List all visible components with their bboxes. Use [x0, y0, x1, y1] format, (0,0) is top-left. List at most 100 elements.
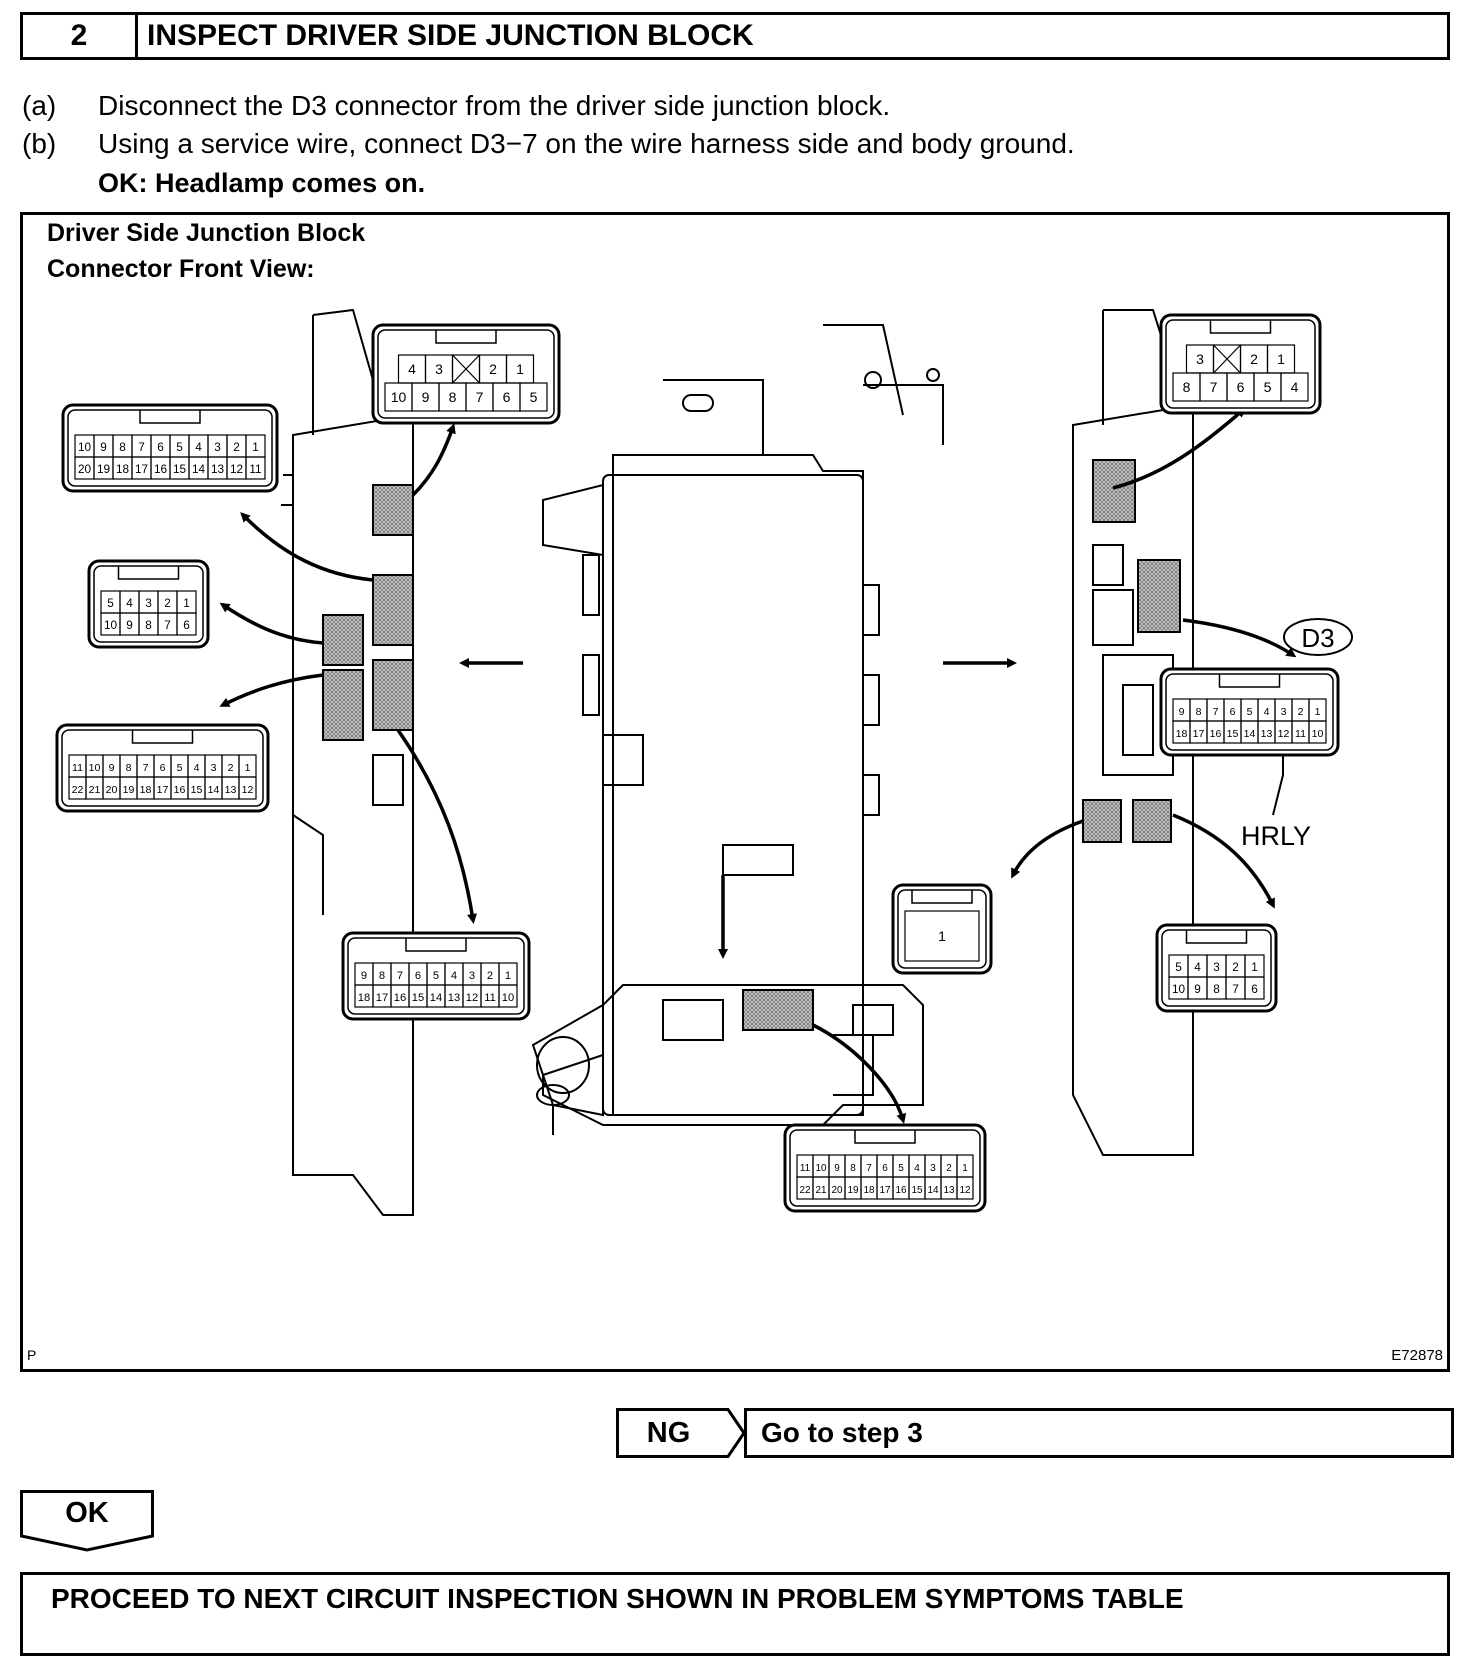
step-header: 2 INSPECT DRIVER SIDE JUNCTION BLOCK: [20, 12, 1450, 60]
terminal-number: 17: [135, 463, 148, 476]
terminal-number: 1: [938, 928, 946, 944]
terminal-number: 19: [847, 1185, 859, 1196]
terminal-number: 2: [1232, 961, 1239, 974]
terminal-cell: [904, 910, 980, 962]
terminal-number: 10: [1312, 728, 1324, 740]
terminal-cell: [956, 1176, 974, 1200]
right-side-view: [1072, 309, 1194, 1156]
terminal-number: 6: [1251, 983, 1258, 996]
terminal-number: 2: [489, 361, 497, 377]
ng-arrow-icon: [700, 1408, 746, 1458]
instruction-a-text: Disconnect the D3 connector from the dri…: [98, 90, 891, 121]
terminal-number: 3: [214, 441, 221, 454]
terminal-number: 7: [1210, 379, 1218, 395]
terminal-number: 1: [252, 441, 259, 454]
terminal-number: 21: [89, 784, 101, 796]
terminal-number: 8: [126, 762, 132, 774]
terminal-number: 1: [516, 361, 524, 377]
terminal-number: 12: [1278, 728, 1290, 740]
terminal-number: 16: [895, 1185, 907, 1196]
final-action[interactable]: PROCEED TO NEXT CIRCUIT INSPECTION SHOWN…: [20, 1572, 1450, 1656]
terminal-number: 4: [195, 441, 202, 454]
terminal-number: 3: [1213, 961, 1220, 974]
instruction-a-label: (a): [22, 90, 57, 121]
terminal-number: 10: [78, 441, 92, 454]
terminal-number: 2: [1298, 706, 1304, 718]
terminal-number: 14: [927, 1185, 939, 1196]
terminal-number: 20: [106, 784, 118, 796]
terminal-number: 6: [1237, 379, 1245, 395]
terminal-number: 3: [1281, 706, 1287, 718]
terminal-number: 5: [1175, 961, 1182, 974]
terminal-number: 4: [408, 361, 416, 377]
figure-corner-label: P: [27, 1347, 36, 1363]
terminal-number: 20: [78, 463, 92, 476]
terminal-number: 18: [140, 784, 152, 796]
terminal-number: 1: [505, 970, 511, 982]
terminal-number: 9: [126, 619, 133, 632]
instruction-b-label: (b): [22, 128, 57, 159]
terminal-number: 17: [1193, 728, 1205, 740]
terminal-number: 5: [433, 970, 439, 982]
terminal-number: 7: [1232, 983, 1239, 996]
terminal-cell: [1244, 976, 1265, 1000]
terminal-number: 4: [194, 762, 200, 774]
terminal-number: 5: [1247, 706, 1253, 718]
terminal-number: 6: [160, 762, 166, 774]
figure-frame: Driver Side Junction Block Connector Fro…: [20, 212, 1450, 1372]
center-junction-block: [531, 324, 944, 1117]
terminal-number: 1: [1277, 351, 1285, 367]
ok-label-box: OK: [20, 1490, 154, 1534]
terminal-number: 9: [1179, 706, 1185, 718]
terminal-number: 8: [1183, 379, 1191, 395]
terminal-number: 15: [911, 1185, 923, 1196]
terminal-number: 12: [230, 463, 243, 476]
terminal-number: 5: [107, 597, 114, 610]
terminal-number: 1: [245, 762, 251, 774]
bottom-view: [536, 984, 924, 1135]
terminal-number: 6: [157, 441, 164, 454]
terminal-number: 6: [503, 389, 511, 405]
terminal-number: 16: [1210, 728, 1222, 740]
terminal-number: 3: [211, 762, 217, 774]
terminal-cell: [498, 984, 518, 1008]
terminal-number: 11: [800, 1163, 811, 1174]
ok-condition: OK: Headlamp comes on.: [98, 168, 426, 198]
left-side-view: [281, 308, 414, 1216]
terminal-number: 16: [394, 992, 406, 1004]
terminal-number: 9: [109, 762, 115, 774]
terminal-number: 5: [176, 441, 183, 454]
terminal-number: 22: [72, 784, 84, 796]
terminal-number: 9: [422, 389, 430, 405]
terminal-number: 14: [192, 463, 206, 476]
connector-single: 1: [891, 883, 993, 975]
terminal-number: 3: [930, 1163, 936, 1174]
terminal-number: 2: [1250, 351, 1258, 367]
terminal-cell: [238, 776, 257, 800]
terminal-number: 2: [487, 970, 493, 982]
terminal-number: 15: [191, 784, 203, 796]
terminal-number: 15: [173, 463, 187, 476]
terminal-number: 8: [379, 970, 385, 982]
terminal-number: 10: [391, 389, 407, 405]
ng-label-box: NG: [616, 1408, 728, 1458]
terminal-number: 13: [1261, 728, 1273, 740]
terminal-number: 10: [1172, 983, 1186, 996]
terminal-number: 8: [145, 619, 152, 632]
terminal-number: 10: [89, 762, 101, 774]
terminal-number: 15: [412, 992, 424, 1004]
terminal-number: 7: [164, 619, 171, 632]
terminal-number: 8: [119, 441, 126, 454]
ng-action[interactable]: Go to step 3: [744, 1408, 1454, 1458]
terminal-number: 12: [242, 784, 254, 796]
terminal-number: 9: [1194, 983, 1201, 996]
terminal-number: 4: [1291, 379, 1299, 395]
terminal-number: 13: [943, 1185, 955, 1196]
terminal-number: 1: [183, 597, 190, 610]
figure-title-line1: Driver Side Junction Block: [47, 219, 366, 247]
